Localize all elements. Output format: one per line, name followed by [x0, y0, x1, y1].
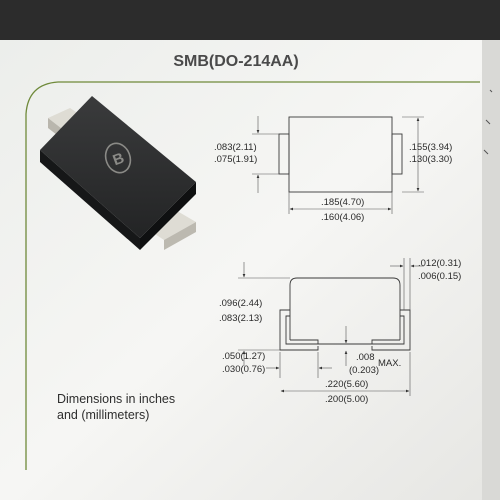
dim-body-height-min: .130(3.30): [409, 154, 452, 165]
component-render: B: [40, 96, 196, 250]
dim-lead-thickness-min: .006(0.15): [418, 271, 461, 282]
dim-overall-width-min: .200(5.00): [325, 394, 368, 405]
dim-body-height-max: .155(3.94): [409, 142, 452, 153]
dim-body-width-min: .160(4.06): [321, 212, 364, 223]
green-frame-line: [25, 81, 480, 470]
dim-standoff-mm: (0.203): [349, 365, 379, 376]
dim-lead-height-max: .083(2.11): [214, 142, 257, 153]
paper-sheet: [0, 38, 500, 500]
dim-standoff-value: .008: [356, 352, 375, 363]
title: SMB(DO-214AA): [173, 53, 298, 70]
note-line-1: Dimensions in inches: [57, 392, 175, 406]
note-line-2: and (millimeters): [57, 408, 149, 422]
dim-standoff-label: MAX.: [378, 358, 401, 369]
top-view-drawing: [252, 116, 424, 214]
dim-overall-width-max: .220(5.60): [325, 379, 368, 390]
dim-lead-height-min: .075(1.91): [214, 154, 257, 165]
dim-lead-thickness-max: .012(0.31): [418, 258, 461, 269]
dim-body-width-max: .185(4.70): [321, 197, 364, 208]
dim-body-height-max-side: .096(2.44): [219, 298, 262, 309]
dim-body-height-min-side: .083(2.13): [219, 313, 262, 324]
dim-lead-length-min: .030(0.76): [222, 364, 265, 375]
side-view-drawing: [238, 258, 424, 396]
dim-lead-length-max: .050(1.27): [222, 351, 265, 362]
